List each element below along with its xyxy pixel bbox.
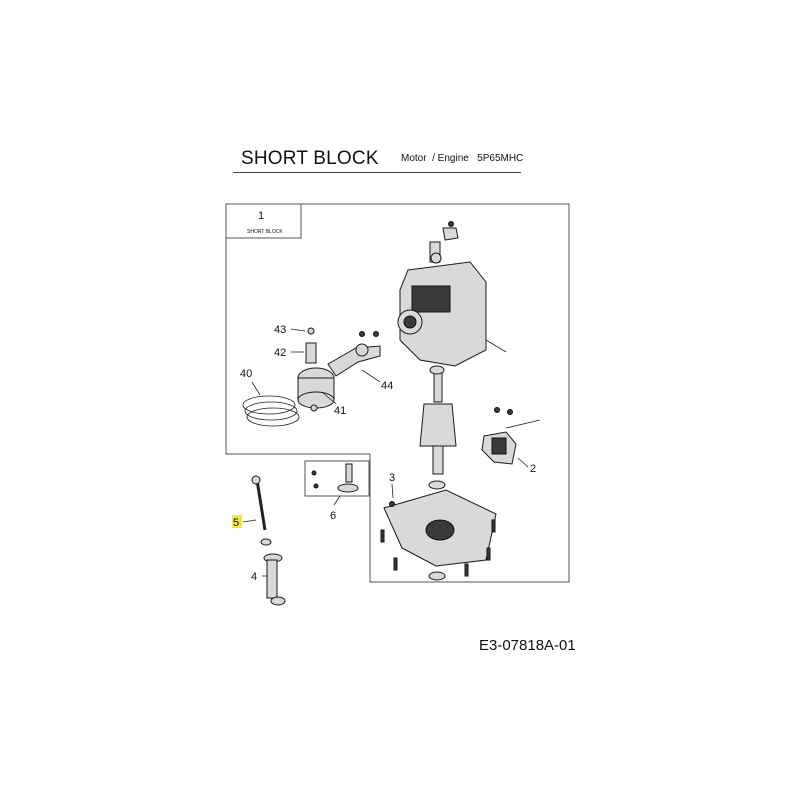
document-code: E3-07818A-01 [479, 637, 576, 654]
connecting-rod[interactable] [327, 331, 381, 377]
part-6-valve[interactable] [311, 463, 359, 493]
callout-3[interactable]: 3 [389, 472, 395, 484]
crank-washer[interactable] [428, 480, 446, 490]
part-2-cover[interactable] [481, 407, 541, 468]
part-5-push-rod[interactable] [251, 475, 272, 546]
engine-subtitle: Motor / Engine 5P65MHC [401, 153, 524, 164]
callout-43[interactable]: 43 [274, 324, 286, 336]
diagram-title: SHORT BLOCK [241, 148, 379, 169]
callout-2[interactable]: 2 [530, 463, 536, 475]
callout-1[interactable]: 1 [258, 210, 264, 222]
callout-42[interactable]: 42 [274, 347, 286, 359]
callout-4[interactable]: 4 [251, 571, 257, 583]
part-3-crankcase[interactable] [380, 489, 497, 581]
short-block-frame [225, 203, 570, 583]
part-6-box [304, 460, 370, 497]
piston-clip[interactable] [307, 327, 315, 335]
piston-pin[interactable] [305, 342, 317, 364]
callout-6[interactable]: 6 [330, 510, 336, 522]
callout-41[interactable]: 41 [334, 405, 346, 417]
callout-44[interactable]: 44 [381, 380, 393, 392]
callout-1-box [225, 203, 302, 239]
callout-5[interactable]: 5 [233, 517, 239, 529]
callout-5-highlight [232, 515, 242, 528]
piston[interactable] [297, 367, 335, 412]
cylinder-head-bolt[interactable] [442, 221, 459, 241]
crankshaft[interactable] [419, 365, 457, 475]
title-rule [233, 172, 521, 173]
part-4-tappet[interactable] [263, 553, 286, 606]
callout-1-caption: SHORT BLOCK [247, 229, 283, 235]
piston-rings[interactable] [242, 395, 300, 427]
engine-block[interactable] [397, 241, 507, 367]
callout-40[interactable]: 40 [240, 368, 252, 380]
